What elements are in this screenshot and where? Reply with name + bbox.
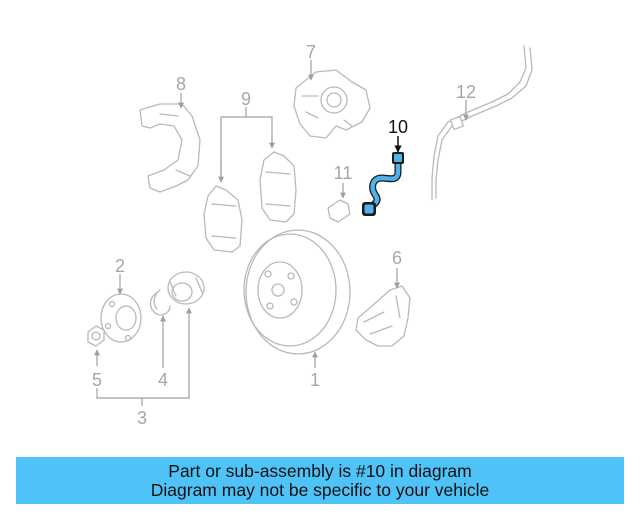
callout-3: 3 bbox=[137, 408, 147, 428]
caliper-bracket-part bbox=[139, 93, 201, 193]
callout-10: 10 bbox=[388, 117, 408, 137]
bleeder-part bbox=[327, 183, 351, 223]
brake-pads-part bbox=[203, 107, 297, 253]
wheel-bearing-part bbox=[167, 271, 205, 305]
callout-5: 5 bbox=[92, 370, 102, 390]
brake-rotor-part bbox=[243, 229, 351, 368]
brake-hose-part-highlighted bbox=[362, 136, 404, 216]
callout-8: 8 bbox=[176, 74, 186, 94]
caliper-part bbox=[293, 60, 371, 139]
banner-line-part-number: Part or sub-assembly is #10 in diagram bbox=[168, 460, 472, 481]
snap-ring-part bbox=[149, 289, 171, 316]
callout-6: 6 bbox=[392, 248, 402, 268]
callout-7: 7 bbox=[306, 42, 316, 62]
abs-sensor-part bbox=[431, 45, 533, 201]
splash-shield-part bbox=[355, 268, 411, 347]
callout-2: 2 bbox=[115, 256, 125, 276]
hub-nut-part bbox=[87, 325, 105, 347]
callout-1: 1 bbox=[310, 370, 320, 390]
callout-4: 4 bbox=[158, 370, 168, 390]
banner-line-disclaimer: Diagram may not be specific to your vehi… bbox=[150, 479, 490, 500]
callout-12: 12 bbox=[456, 82, 476, 102]
callout-bracket-3 bbox=[94, 307, 192, 406]
callout-9: 9 bbox=[241, 89, 251, 109]
callout-11: 11 bbox=[334, 163, 353, 183]
hub-part bbox=[100, 274, 142, 343]
info-banner: Part or sub-assembly is #10 in diagram D… bbox=[16, 457, 624, 504]
